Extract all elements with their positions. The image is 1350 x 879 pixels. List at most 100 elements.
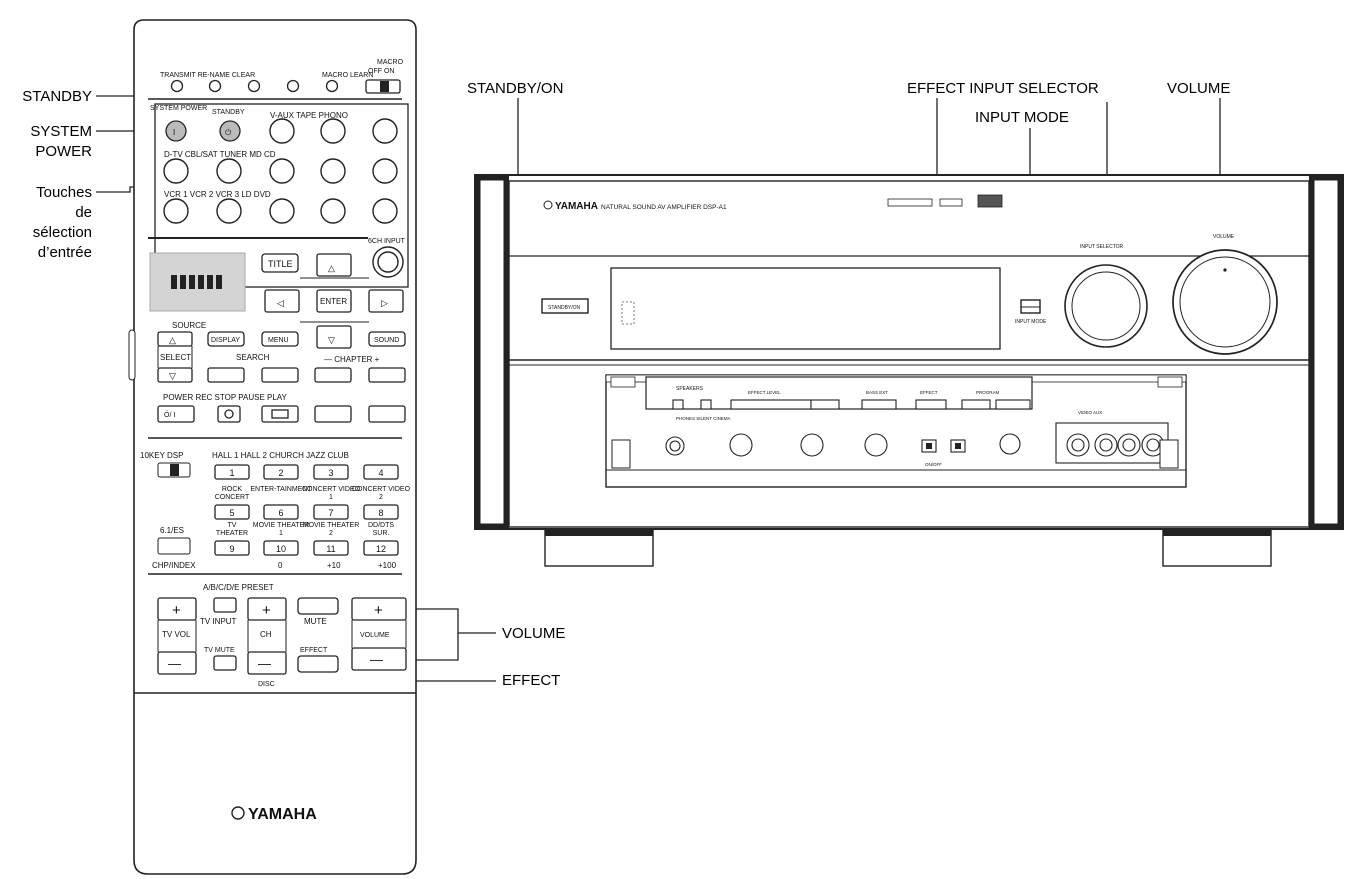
source-down-button[interactable] xyxy=(157,367,193,383)
input-cbl-button[interactable] xyxy=(216,158,242,184)
front-knob-4[interactable] xyxy=(999,433,1021,455)
sound-button[interactable] xyxy=(368,331,406,347)
six-ch-input-label: 6CH INPUT xyxy=(368,238,406,245)
speaker-a-button[interactable] xyxy=(672,399,684,410)
input-cd-button[interactable] xyxy=(372,158,398,184)
search-fwd-button[interactable] xyxy=(261,367,299,383)
nav-left-button[interactable] xyxy=(264,289,300,313)
dsp-key-3[interactable] xyxy=(313,464,349,480)
front-effect-button[interactable] xyxy=(915,399,947,410)
standby-on-button[interactable] xyxy=(541,298,589,314)
play-button[interactable] xyxy=(368,405,406,423)
search-label: SEARCH xyxy=(236,353,270,362)
standby-button[interactable] xyxy=(219,120,241,142)
dsp-key-4[interactable] xyxy=(363,464,399,480)
dsp-key-2[interactable] xyxy=(263,464,299,480)
pause-button[interactable] xyxy=(314,405,352,423)
tv-vol-up-button[interactable] xyxy=(157,597,197,621)
standby-symbol: ⏻ xyxy=(225,128,232,137)
receiver-brand: YAMAHA xyxy=(555,201,598,212)
bass-ext-label: BASS EXT xyxy=(866,390,888,395)
remote-brand-logo-icon xyxy=(231,806,245,820)
dsp-program-label: MOVIE THEATER xyxy=(253,522,310,529)
dsp-key-12[interactable] xyxy=(363,540,399,556)
receiver-subtitle: NATURAL SOUND AV AMPLIFIER DSP-A1 xyxy=(601,204,727,211)
power-button[interactable] xyxy=(157,405,195,423)
program-right-button[interactable] xyxy=(995,399,1031,410)
nav-left-glyph: ◁ xyxy=(277,298,284,308)
ch-label: CH xyxy=(260,630,272,639)
dsp-key-1[interactable] xyxy=(214,464,250,480)
input-vcr2-button[interactable] xyxy=(216,198,242,224)
remote-off-on-label: OFF ON xyxy=(368,68,394,75)
title-button[interactable] xyxy=(261,253,299,273)
ch-plus: + xyxy=(262,602,271,619)
chapter-label: — CHAPTER + xyxy=(324,355,380,364)
tv-vol-plus: + xyxy=(172,602,181,619)
search-rev-button[interactable] xyxy=(207,367,245,383)
dsp-key-10[interactable] xyxy=(263,540,299,556)
dsp-program-label: SUR. xyxy=(373,530,390,537)
front-knob-3[interactable] xyxy=(864,433,888,457)
input-tape-button[interactable] xyxy=(320,118,346,144)
volume-knob[interactable] xyxy=(1172,249,1278,355)
dsp-key-11[interactable] xyxy=(313,540,349,556)
ch-up-button[interactable] xyxy=(247,597,287,621)
input-ld-button[interactable] xyxy=(320,198,346,224)
level-button[interactable] xyxy=(810,399,840,410)
volume-down-button[interactable] xyxy=(351,647,407,671)
input-tuner-button[interactable] xyxy=(269,158,295,184)
dsp-key-6[interactable] xyxy=(263,504,299,520)
system-power-symbol: I xyxy=(173,128,175,137)
tv-vol-down-button[interactable] xyxy=(157,651,197,675)
dsp-key-5[interactable] xyxy=(214,504,250,520)
input-phono-button[interactable] xyxy=(372,118,398,144)
input-dtv-button[interactable] xyxy=(163,158,189,184)
remote-lcd-segments xyxy=(171,275,222,289)
dsp-program-label: DD/DTS xyxy=(368,522,394,529)
input-selector-knob[interactable] xyxy=(1064,264,1148,348)
speaker-b-button[interactable] xyxy=(700,399,712,410)
num-plus10-label: +10 xyxy=(327,561,341,570)
input-md-button[interactable] xyxy=(320,158,346,184)
input-dvd-button[interactable] xyxy=(372,198,398,224)
source-down-glyph: ▽ xyxy=(169,371,176,381)
ch-down-button[interactable] xyxy=(247,651,287,675)
dsp-key-9[interactable] xyxy=(214,540,250,556)
menu-button[interactable] xyxy=(261,331,299,347)
program-left-button[interactable] xyxy=(961,399,991,410)
dsp-key-7[interactable] xyxy=(313,504,349,520)
es-button[interactable] xyxy=(157,537,191,555)
leader-volume xyxy=(408,608,459,661)
bass-ext-button[interactable] xyxy=(861,399,897,410)
effect-button[interactable] xyxy=(297,655,339,673)
nav-down-button[interactable] xyxy=(316,325,352,349)
abcde-button[interactable] xyxy=(213,597,237,613)
phones-label: PHONES SILENT CINEMA xyxy=(676,416,731,421)
remote-control: TRANSMIT RE-NAME CLEAR MACRO LEARN MACRO… xyxy=(128,19,417,875)
display-button[interactable] xyxy=(207,331,245,347)
display-label: DISPLAY xyxy=(211,337,240,344)
dsp-program-label: THEATER xyxy=(216,530,248,537)
source-up-button[interactable] xyxy=(157,331,193,347)
system-power-button[interactable] xyxy=(165,120,187,142)
nav-right-button[interactable] xyxy=(368,289,404,313)
dsp-key-8[interactable] xyxy=(363,504,399,520)
power-glyph: Ö/ I xyxy=(164,411,175,419)
mute-button[interactable] xyxy=(297,597,339,615)
dsp-program-label: 2 xyxy=(379,494,383,501)
input-vcr1-button[interactable] xyxy=(163,198,189,224)
title-label: TITLE xyxy=(268,259,293,269)
enter-button[interactable] xyxy=(316,289,352,313)
input-vaux-button[interactable] xyxy=(269,118,295,144)
dsp-key-label: 2 xyxy=(278,468,283,478)
volume-up-button[interactable] xyxy=(351,597,407,621)
input-buttons[interactable] xyxy=(730,399,812,410)
chapter-next-button[interactable] xyxy=(368,367,406,383)
input-vcr3-button[interactable] xyxy=(269,198,295,224)
front-knob-1[interactable] xyxy=(729,433,753,457)
chapter-prev-button[interactable] xyxy=(314,367,352,383)
front-knob-2[interactable] xyxy=(800,433,824,457)
tv-mute-button[interactable] xyxy=(213,655,237,671)
nav-up-button[interactable] xyxy=(316,253,352,277)
